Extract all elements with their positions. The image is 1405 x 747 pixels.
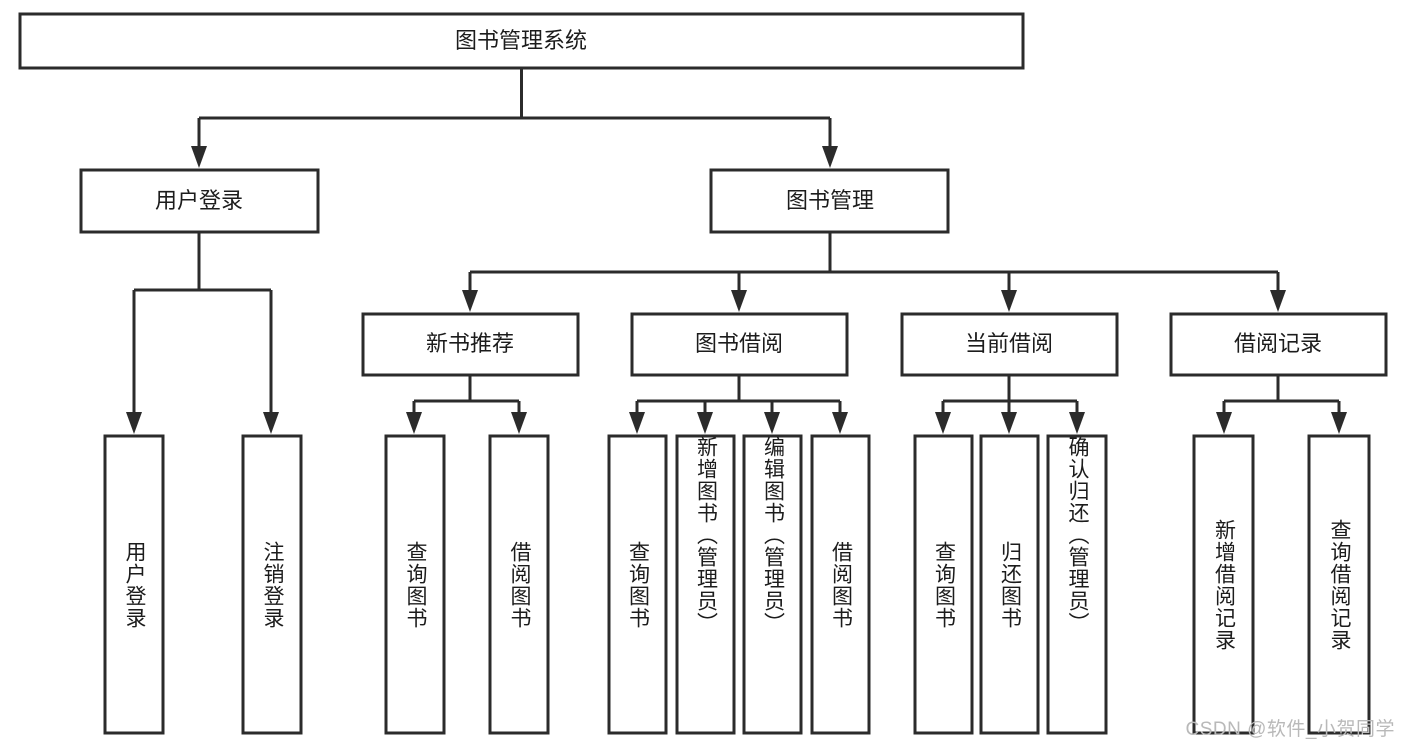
node-user-login[interactable]: 用户登录 bbox=[79, 168, 320, 234]
arrow-head-book-management bbox=[822, 146, 838, 168]
node-book-management-box[interactable] bbox=[709, 168, 950, 234]
leaf-box-query-book-1[interactable] bbox=[384, 434, 446, 735]
arrow-head-new-book-recommend bbox=[462, 290, 478, 312]
leaf-box-add-book-admin[interactable] bbox=[675, 434, 736, 735]
node-root-box[interactable] bbox=[18, 12, 1025, 70]
leaf-box-add-borrow-record[interactable] bbox=[1192, 434, 1255, 735]
node-book-borrow[interactable]: 图书借阅 bbox=[630, 312, 849, 377]
connectors-book-borrow-to-leaves bbox=[629, 375, 848, 434]
connectors-user-login-to-leaves bbox=[126, 232, 279, 434]
connectors-new-book-recommend-to-leaves bbox=[406, 375, 527, 434]
node-borrow-record-label: 借阅记录 bbox=[1234, 331, 1322, 356]
leaf-box-query-book-2[interactable] bbox=[607, 434, 668, 735]
node-borrow-record-box[interactable] bbox=[1169, 312, 1388, 377]
arrow-head-leaf-query-book-3 bbox=[935, 412, 951, 434]
leaf-box-user-login[interactable] bbox=[103, 434, 165, 735]
leaf-box-logout-login[interactable] bbox=[241, 434, 303, 735]
arrow-head-leaf-borrow-book-2 bbox=[832, 412, 848, 434]
arrow-head-leaf-add-book-admin bbox=[697, 412, 713, 434]
node-new-book-recommend-box[interactable] bbox=[361, 312, 580, 377]
arrow-head-leaf-return-book bbox=[1001, 412, 1017, 434]
node-root-label: 图书管理系统 bbox=[455, 28, 587, 53]
arrow-head-user-login bbox=[191, 146, 207, 168]
node-current-borrow[interactable]: 当前借阅 bbox=[900, 312, 1119, 377]
leaf-box-edit-book-admin[interactable] bbox=[742, 434, 803, 735]
leaf-box-confirm-return-admin[interactable] bbox=[1046, 434, 1108, 735]
node-root[interactable]: 图书管理系统 bbox=[18, 12, 1025, 70]
arrow-head-book-borrow bbox=[731, 290, 747, 312]
node-book-management[interactable]: 图书管理 bbox=[709, 168, 950, 234]
node-book-management-label: 图书管理 bbox=[786, 188, 874, 213]
connectors-root-to-level1 bbox=[191, 68, 838, 168]
csdn-watermark: CSDN @软件_小贺同学 bbox=[1185, 719, 1395, 740]
node-current-borrow-label: 当前借阅 bbox=[965, 331, 1053, 356]
connectors-current-borrow-to-leaves bbox=[935, 375, 1085, 434]
node-current-borrow-box[interactable] bbox=[900, 312, 1119, 377]
arrow-head-current-borrow bbox=[1001, 290, 1017, 312]
node-new-book-recommend-label: 新书推荐 bbox=[426, 331, 514, 356]
node-book-borrow-box[interactable] bbox=[630, 312, 849, 377]
leaf-box-borrow-book-1[interactable] bbox=[488, 434, 550, 735]
node-user-login-box[interactable] bbox=[79, 168, 320, 234]
leaf-box-query-book-3[interactable] bbox=[913, 434, 974, 735]
node-new-book-recommend[interactable]: 新书推荐 bbox=[361, 312, 580, 377]
arrow-head-leaf-query-book-1 bbox=[406, 412, 422, 434]
leaf-box-borrow-book-2[interactable] bbox=[810, 434, 871, 735]
node-book-borrow-label: 图书借阅 bbox=[695, 331, 783, 356]
node-borrow-record[interactable]: 借阅记录 bbox=[1169, 312, 1388, 377]
connectors-book-management-to-level2 bbox=[462, 232, 1286, 312]
arrow-head-leaf-borrow-book-1 bbox=[511, 412, 527, 434]
leaf-box-return-book[interactable] bbox=[979, 434, 1040, 735]
arrow-head-leaf-add-borrow-record bbox=[1216, 412, 1232, 434]
arrow-head-borrow-record bbox=[1270, 290, 1286, 312]
arrow-head-leaf-edit-book-admin bbox=[764, 412, 780, 434]
arrow-head-leaf-user-login bbox=[126, 412, 142, 434]
leaf-box-query-borrow-record[interactable] bbox=[1307, 434, 1371, 735]
arrow-head-leaf-query-borrow-record bbox=[1331, 412, 1347, 434]
arrow-head-leaf-confirm-return-admin bbox=[1069, 412, 1085, 434]
arrow-head-leaf-query-book-2 bbox=[629, 412, 645, 434]
connectors-borrow-record-to-leaves bbox=[1216, 375, 1347, 434]
arrow-head-leaf-logout-login bbox=[263, 412, 279, 434]
node-user-login-label: 用户登录 bbox=[155, 188, 243, 213]
